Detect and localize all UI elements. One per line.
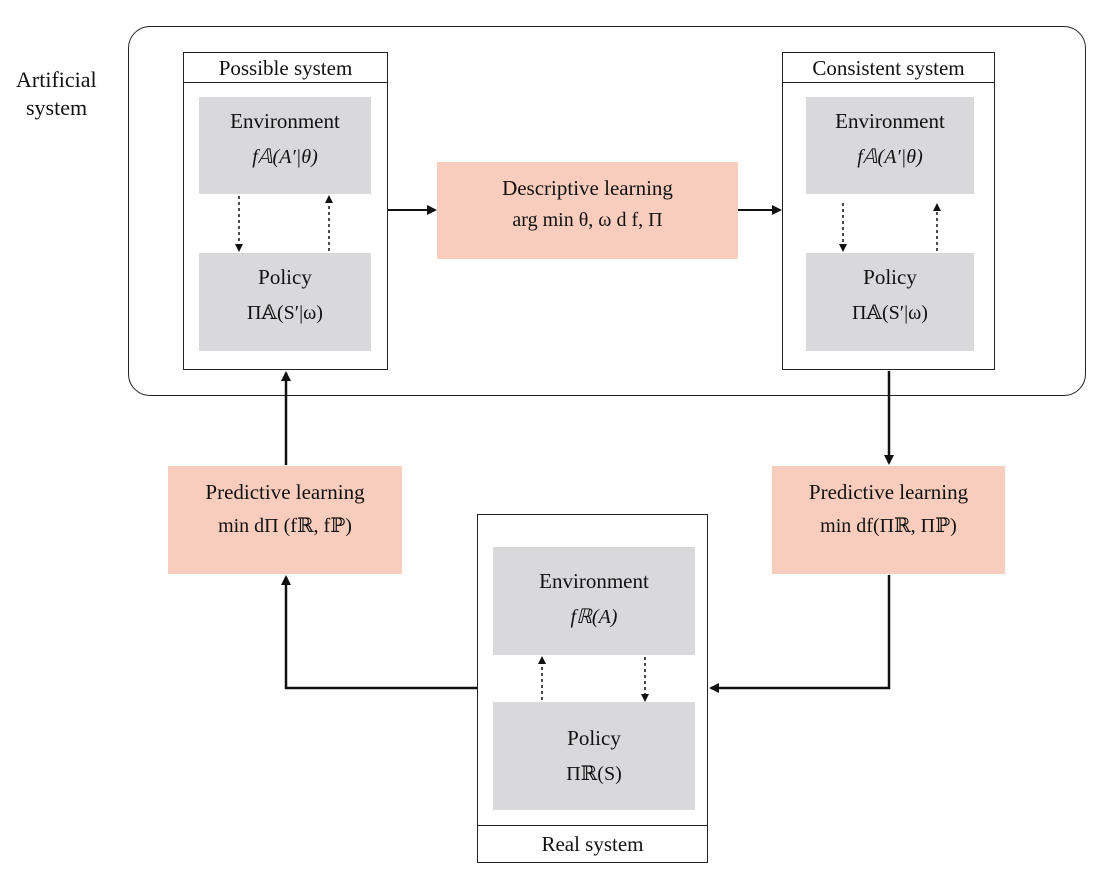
predictive-learning-right-box: Predictive learning min df(Πℝ, Πℙ) <box>772 466 1005 574</box>
possible-system-title: Possible system <box>184 53 387 83</box>
possible-environment-box: Environment f𝔸(A′|θ) <box>199 97 371 194</box>
descriptive-learning-label: Descriptive learning <box>502 176 673 200</box>
artificial-system-label: Artificial system <box>16 66 97 122</box>
consistent-system-title: Consistent system <box>783 53 994 83</box>
predictive-learning-left-box: Predictive learning min dΠ (fℝ, fℙ) <box>168 466 402 574</box>
descriptive-learning-box: Descriptive learning arg min θ, ω d f, Π <box>437 162 738 259</box>
real-environment-formula: fℝ(A) <box>570 606 618 628</box>
consistent-policy-label: Policy <box>863 265 917 289</box>
predictive-right-label: Predictive learning <box>808 480 969 504</box>
arrow-predictive-right-to-real <box>709 575 891 693</box>
possible-environment-formula: f𝔸(A′|θ) <box>252 146 318 168</box>
descriptive-learning-formula: arg min θ, ω d f, Π <box>512 209 663 231</box>
real-policy-label: Policy <box>567 726 621 750</box>
real-policy-formula: Πℝ(S) <box>566 763 622 785</box>
consistent-policy-box: Policy Π𝔸(S′|ω) <box>806 253 974 351</box>
artificial-label-line2: system <box>26 95 88 120</box>
predictive-left-label: Predictive learning <box>205 480 365 504</box>
consistent-environment-box: Environment f𝔸(A′|θ) <box>806 97 974 194</box>
possible-policy-label: Policy <box>258 265 312 289</box>
arrow-real-to-predictive-left <box>281 575 477 690</box>
possible-environment-label: Environment <box>230 109 340 133</box>
real-environment-label: Environment <box>539 569 649 593</box>
consistent-environment-label: Environment <box>835 109 945 133</box>
artificial-system-boundary <box>128 26 1086 396</box>
real-environment-box: Environment fℝ(A) <box>493 547 695 655</box>
predictive-left-formula: min dΠ (fℝ, fℙ) <box>218 515 352 537</box>
possible-policy-formula: Π𝔸(S′|ω) <box>247 302 323 324</box>
consistent-environment-formula: f𝔸(A′|θ) <box>857 146 923 168</box>
real-policy-box: Policy Πℝ(S) <box>493 702 695 810</box>
possible-policy-box: Policy Π𝔸(S′|ω) <box>199 253 371 351</box>
predictive-right-formula: min df(Πℝ, Πℙ) <box>820 515 957 537</box>
real-system-title: Real system <box>477 825 708 863</box>
consistent-policy-formula: Π𝔸(S′|ω) <box>852 302 928 324</box>
artificial-label-line1: Artificial <box>16 67 97 92</box>
